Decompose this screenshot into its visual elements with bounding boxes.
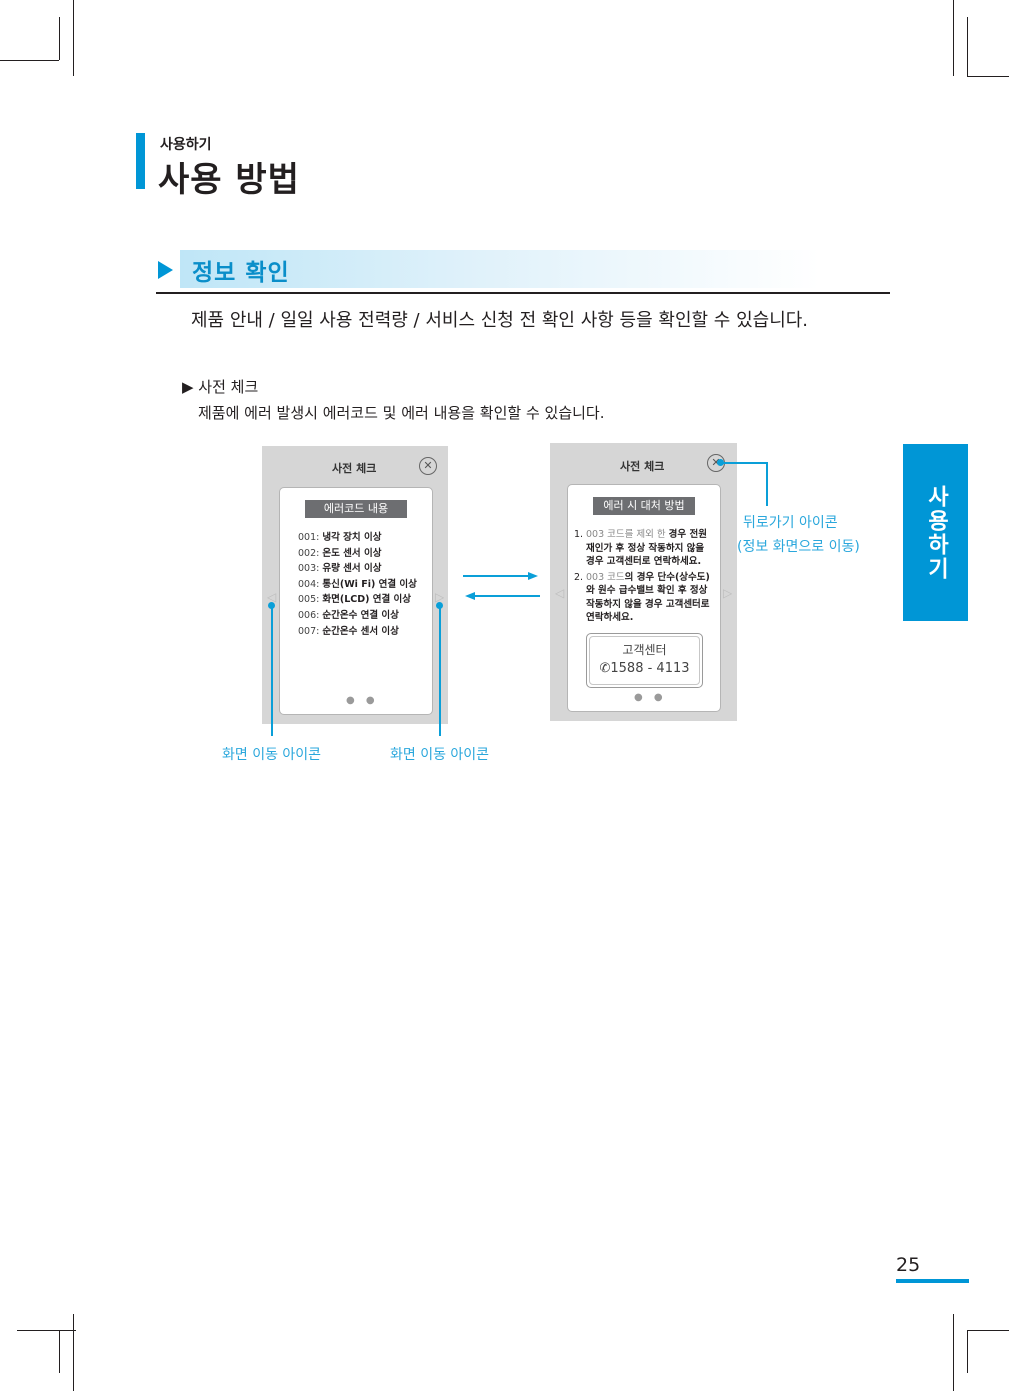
subsection-description: 제품에 에러 발생시 에러코드 및 에러 내용을 확인할 수 있습니다.	[198, 404, 605, 422]
callout-line	[271, 608, 273, 736]
crop-mark	[967, 1330, 1009, 1331]
card-header: 에러코드 내용	[305, 500, 407, 518]
page-number-underline	[896, 1279, 969, 1283]
list-item: 001: 냉각 장치 이상	[298, 532, 382, 543]
section-title: 정보 확인	[192, 260, 290, 286]
back-arrow-line	[474, 595, 540, 597]
side-tab-label: 사용하기	[923, 484, 949, 581]
right-arrow-icon[interactable]: ▷	[435, 590, 445, 604]
subsection-heading: ▶ 사전 체크	[182, 378, 259, 396]
callout-dot	[268, 602, 275, 609]
list-item: 006: 순간온수 연결 이상	[298, 609, 399, 621]
error-code-screen: 사전 체크 ✕ 에러코드 내용 001: 냉각 장치 이상 002: 온도 센서…	[262, 446, 448, 724]
page-title: 사용 방법	[158, 160, 300, 200]
right-arrow-icon[interactable]: ▷	[723, 586, 733, 600]
crop-mark	[967, 1330, 968, 1373]
crop-mark	[73, 1314, 74, 1391]
crop-mark	[73, 0, 74, 76]
page-number: 25	[896, 1254, 921, 1276]
arrow-right-icon	[528, 572, 538, 580]
customer-center-label: 고객센터	[622, 643, 667, 657]
crop-mark	[59, 17, 60, 60]
phone-icon: ✆	[599, 661, 611, 676]
list-item: 007: 순간온수 센서 이상	[298, 625, 399, 637]
crop-mark	[967, 17, 968, 77]
crop-mark	[59, 1330, 60, 1373]
callout-line	[766, 462, 768, 506]
customer-center-phone: ✆1588 - 4113	[599, 661, 690, 676]
close-icon[interactable]: ✕	[419, 457, 437, 475]
side-tab: 사용하기	[903, 444, 968, 621]
list-item: 004: 통신(Wi Fi) 연결 이상	[298, 578, 417, 590]
screen-title: 사전 체크	[332, 462, 377, 475]
section-divider	[156, 292, 890, 294]
list-item: 002: 온도 센서 이상	[298, 547, 382, 559]
forward-arrow-line	[463, 575, 529, 577]
screen-title: 사전 체크	[620, 460, 665, 473]
list-item: 005: 화면(LCD) 연결 이상	[298, 594, 412, 606]
troubleshoot-screen: 사전 체크 ✕ 에러 시 대처 방법 1. 003 코드를 제외 한 경우 전원…	[550, 443, 737, 721]
section-label: 사용하기	[160, 137, 212, 153]
arrow-left-icon	[465, 592, 475, 600]
section-heading-band	[180, 250, 820, 288]
left-arrow-icon[interactable]: ◁	[555, 586, 565, 600]
back-icon-callout: 뒤로가기 아이콘	[743, 515, 838, 531]
crop-mark	[953, 1314, 954, 1391]
triangle-bullet-icon	[158, 261, 173, 279]
callout-dot	[717, 459, 724, 466]
error-code-list: 001: 냉각 장치 이상 002: 온도 센서 이상 003: 유량 센서 이…	[298, 530, 428, 639]
crop-mark	[967, 76, 1009, 77]
header-accent-bar	[136, 133, 145, 189]
page-indicator: ● ●	[346, 695, 379, 706]
page-indicator: ● ●	[634, 692, 667, 703]
crop-mark	[17, 60, 59, 61]
left-arrow-icon[interactable]: ◁	[267, 590, 277, 604]
section-description: 제품 안내 / 일일 사용 전력량 / 서비스 신청 전 확인 사항 등을 확인…	[191, 310, 809, 331]
back-icon-callout-detail: (정보 화면으로 이동)	[737, 539, 860, 555]
list-item: 003: 유량 센서 이상	[298, 563, 382, 575]
crop-mark	[17, 1330, 76, 1331]
nav-icon-callout-right: 화면 이동 아이콘	[390, 747, 490, 763]
error-card: 에러코드 내용 001: 냉각 장치 이상 002: 온도 센서 이상 003:…	[279, 487, 433, 715]
callout-line	[722, 462, 768, 464]
callout-line	[439, 608, 441, 736]
card-header: 에러 시 대처 방법	[593, 497, 695, 515]
customer-center-box[interactable]: 고객센터 ✆1588 - 4113	[586, 633, 703, 688]
callout-dot	[436, 602, 443, 609]
crop-mark	[953, 0, 954, 76]
nav-icon-callout-left: 화면 이동 아이콘	[222, 747, 322, 763]
